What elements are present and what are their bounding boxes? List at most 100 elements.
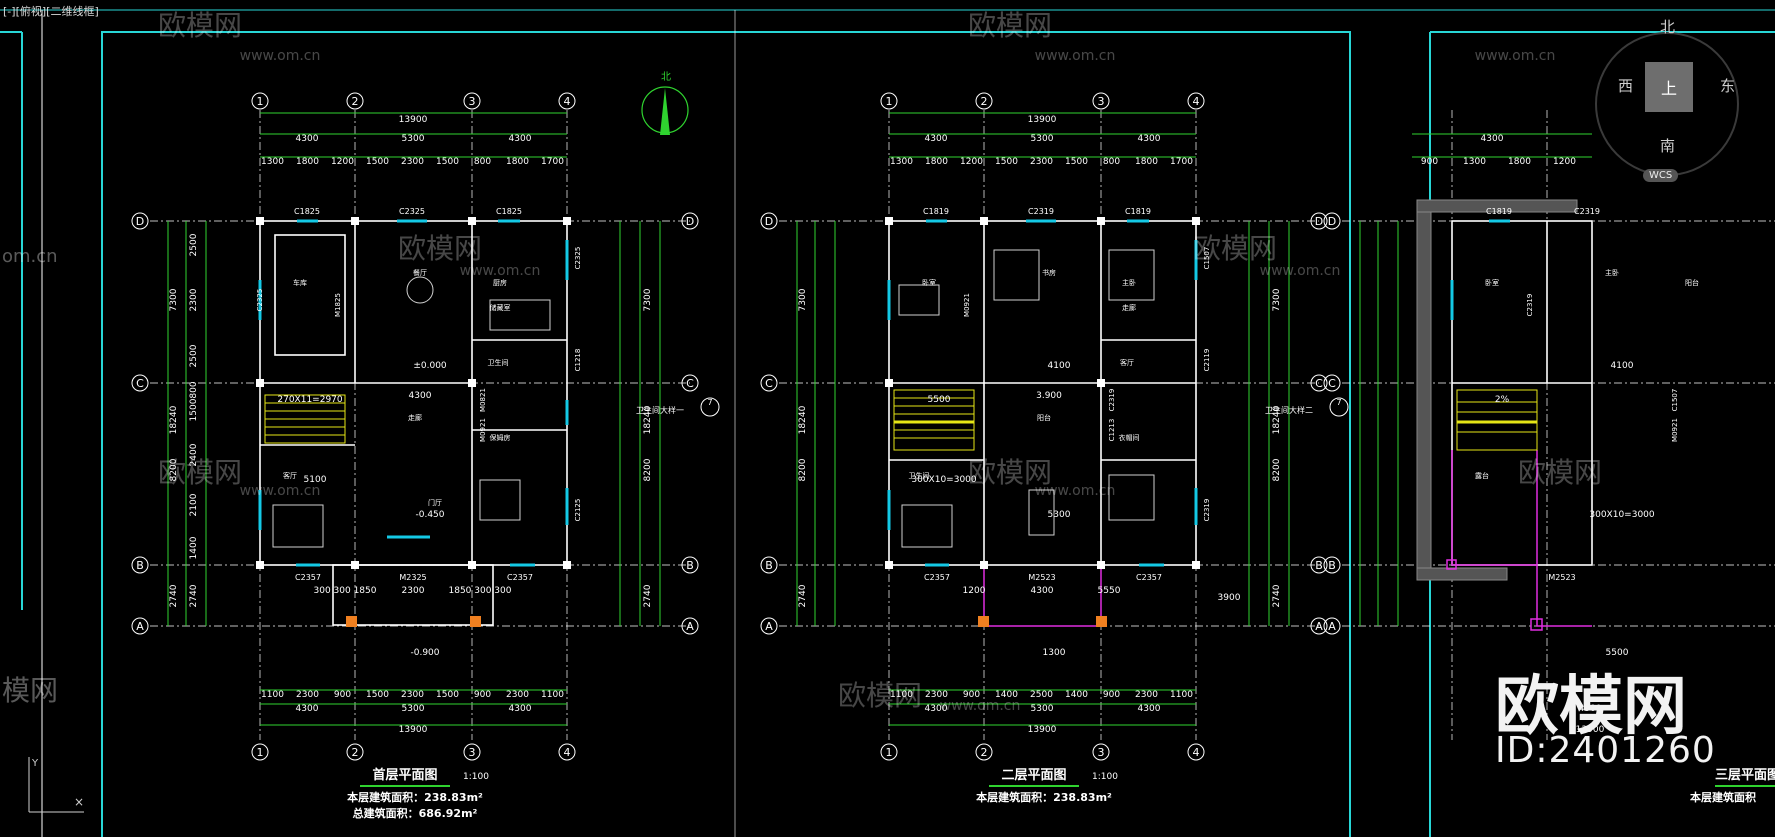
compass-south[interactable]: 南 [1660,137,1676,155]
terrace [1446,450,1592,631]
wcs-menu-button[interactable]: WCS [1643,169,1679,182]
watermark-small-logo: 欧模网 [158,456,242,489]
dim-top-mid: 5300 [402,134,425,144]
axis-bubble-bottom-second-label: 1 [886,746,893,759]
window-tag-top: C1825 [294,207,320,216]
window-tag-top: C1819 [1486,207,1512,216]
plan-scale: 1:100 [463,772,489,782]
watermark-small-logo: 欧模网 [398,232,482,265]
dim-left-sub: 2740 [189,584,199,607]
dim-left: 18240 [169,405,179,434]
dim-bottom-small: 900 [1103,690,1120,700]
dim-top-mid: 4300 [296,134,319,144]
door-window-tag: C2325 [256,289,264,312]
axis-bubble-top-second-label: 3 [1098,95,1105,108]
axis-bubble-top-ground-label: 3 [469,95,476,108]
compass-east[interactable]: 东 [1720,77,1736,95]
axis-bubble-left-second [760,556,778,574]
axis-bubble-top-second [880,92,898,110]
stair-second [893,389,975,451]
axis-bubble-left-ground [131,556,149,574]
axis-bubble-bottom-ground-label: 3 [469,746,476,759]
viewport-control-label[interactable]: [-][俯视][二维线框] [3,3,99,19]
furniture [272,276,551,548]
dim-bottom-small: 1100 [890,690,913,700]
plan-scale: 1:100 [1092,772,1118,782]
axis-bubble-left-second-label: B [765,559,773,572]
dim-bottom-total: 13900 [399,725,428,735]
axis-bubble-right-second [1310,556,1328,574]
dim-note: 5500 [928,395,951,405]
plan-ground-floor: 北 [150,71,690,740]
axis-bubble-left-ground [131,617,149,635]
room-label: 卫生间 [909,471,930,480]
compass-north[interactable]: 北 [1660,18,1676,36]
dim-bottom-small: 1500 [436,690,459,700]
view-name-label[interactable]: [俯视] [15,5,47,18]
window-tag-top: C2319 [1574,207,1600,216]
dim-left: 2740 [169,584,179,607]
axis-bubble-bottom-ground [558,743,576,761]
compass-west[interactable]: 西 [1618,77,1634,95]
dim-note: 300X10=3000 [1589,510,1655,520]
dim-left-sub: 1400 [189,536,199,559]
viewport-menu-toggle[interactable]: [-] [3,5,16,18]
dimension-lines [796,112,1290,726]
dim-right: 8200 [643,458,653,481]
dim-bottom-small: 900 [474,690,491,700]
dim-top-small: 1200 [960,157,983,167]
dim-bottom-mid: 4300 [1579,704,1602,714]
svg-text:Y: Y [31,758,39,769]
axis-bubble-bottom-ground [346,743,364,761]
room-label: 卧室 [1485,278,1499,287]
watermark-site-text: www.om.cn [460,263,541,279]
axis-bubble-bottom-ground [463,743,481,761]
room-label: 主卧 [1122,278,1136,287]
axis-bubble-right-second [1310,617,1328,635]
dim-top-small: 1500 [366,157,389,167]
room-label: 储藏室 [490,303,511,312]
dim-top-mid: 4300 [509,134,532,144]
visual-style-label[interactable]: [二维线框] [46,5,99,18]
dim-note: 300X10=3000 [911,475,977,485]
axis-bubble-top-second-label: 2 [981,95,988,108]
watermark-small-logo: 欧模网 [968,456,1052,489]
svg-text:×: × [74,795,84,809]
watermark-site-text: www.om.cn [1260,263,1341,279]
dim-note: 4100 [1611,361,1634,371]
dim-left: 8200 [798,458,808,481]
dim-note: 270X11=2970 [277,395,343,405]
door-window-tag: M0921 [1671,418,1679,442]
dim-note: 5500 [1606,648,1629,658]
axis-bubble-left-third [1323,212,1341,230]
dimension-lines [167,112,661,726]
dim-bottom-small: 2500 [1030,690,1053,700]
dim-left-sub: 2300 [189,288,199,311]
window-tag-top: C2325 [399,207,425,216]
dim-top-small: 2300 [401,157,424,167]
room-label: 门厅 [428,498,442,507]
dim-top-small: 1200 [1553,157,1576,167]
viewcube-navigation[interactable]: 北 西 东 南 上 WCS [1570,10,1760,195]
room-label: 保姆房 [490,433,511,442]
room-label: 卧室 [922,278,936,287]
window-tag-top: C1819 [1125,207,1151,216]
door-window-tag: C2319 [1526,294,1534,317]
axis-bubble-left-second-label: C [765,377,773,390]
dim-top-small: 1800 [296,157,319,167]
dim-note: ±0.000 [413,361,447,371]
window-tag-top: C1819 [923,207,949,216]
room-label: 主卧 [1605,268,1619,277]
axis-bubble-left-ground-label: B [136,559,144,572]
axis-bubble-top-second [1092,92,1110,110]
axis-bubble-bottom-second [880,743,898,761]
watermark-small-logo: 欧模网 [968,9,1052,42]
dim-bottom-mid: 4300 [1138,704,1161,714]
dim-top-small: 2300 [1030,157,1053,167]
watermark-logo: 欧模网 [1495,670,1687,744]
viewcube-top-face[interactable]: 上 [1645,62,1693,112]
door-window-tag: C2319 [1108,389,1116,412]
